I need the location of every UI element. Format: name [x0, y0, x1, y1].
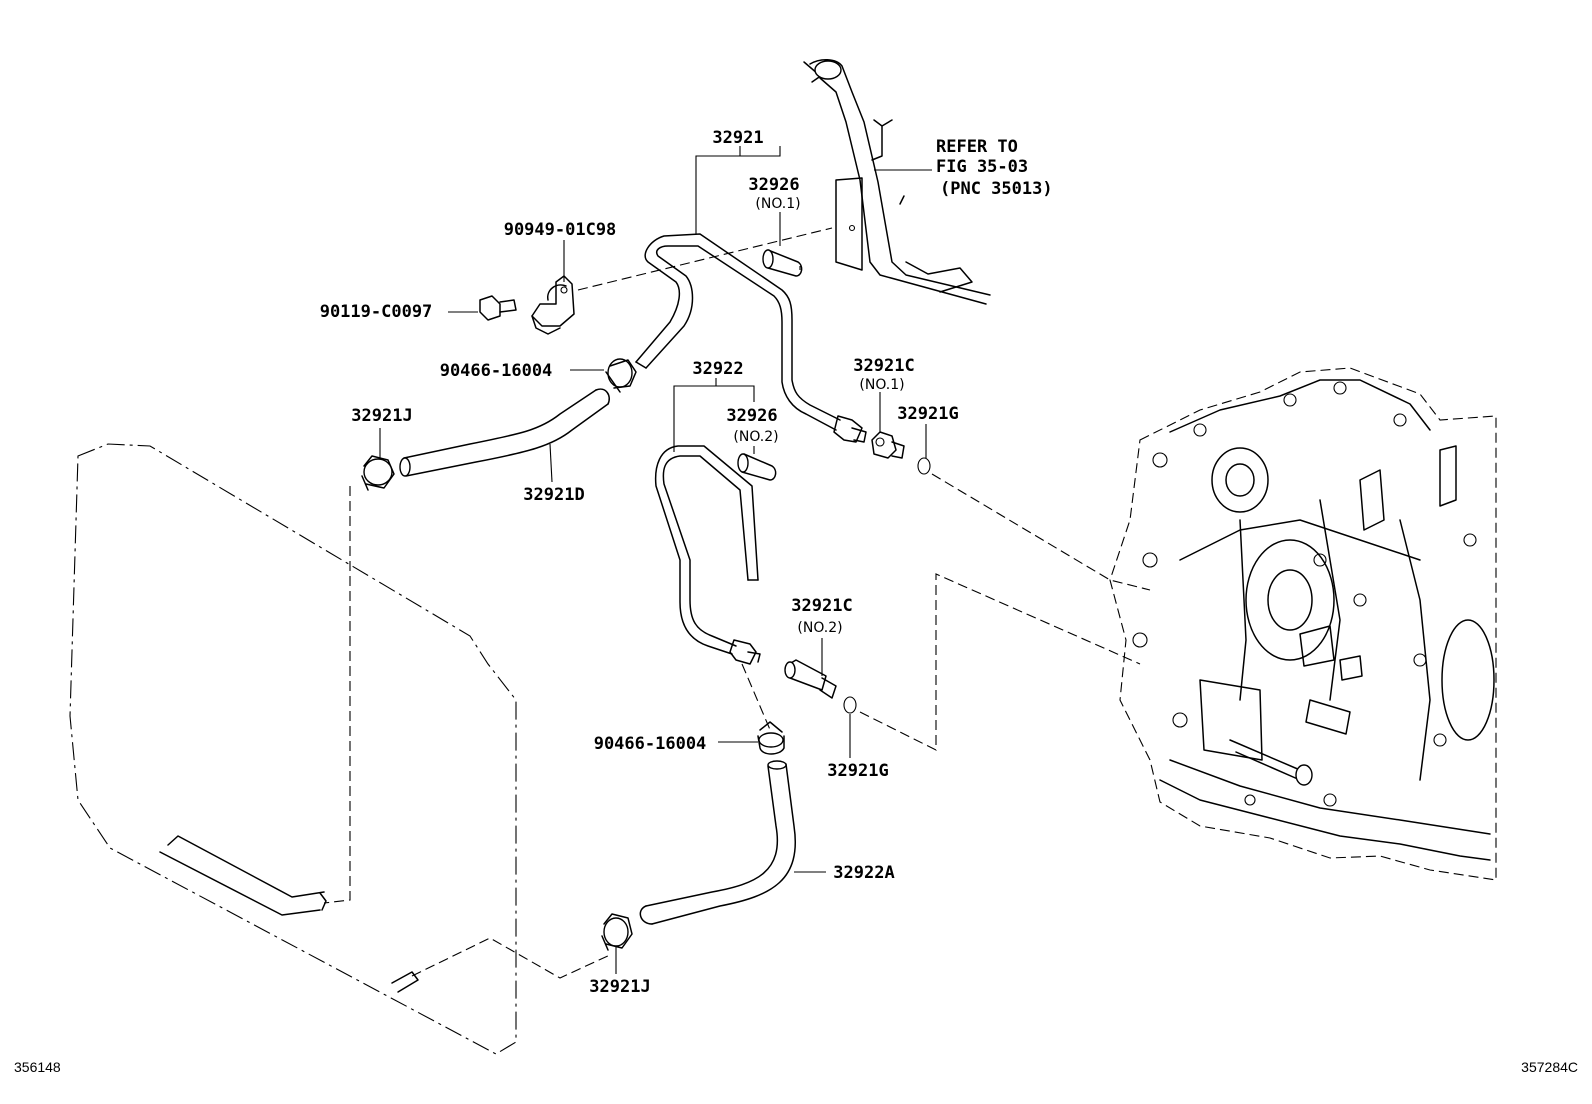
hose-clamp-32921J-lower [601, 913, 633, 951]
refer-note: REFER TO FIG 35-03 (PNC 35013) [936, 137, 1053, 199]
bolt [479, 295, 517, 321]
union-no1 [871, 431, 905, 459]
sleeve-no2 [737, 453, 777, 481]
oil-cooler-hose-upper [399, 388, 610, 477]
label-32926-no2-sub: (NO.2) [733, 429, 778, 445]
connection-lines [577, 227, 1151, 751]
oil-cooler-hose-lower [639, 760, 796, 925]
label-32926-no2: 32926 [726, 406, 777, 426]
refer-line-2: FIG 35-03 [936, 157, 1028, 177]
oil-cooler-pipe-lower [654, 445, 761, 665]
dipstick-tube [803, 59, 991, 305]
label-90949-01C98: 90949-01C98 [504, 220, 617, 240]
hose-clamp-upper [605, 358, 637, 393]
label-32921J-upper: 32921J [351, 406, 412, 426]
label-32921C-no2: 32921C [791, 596, 852, 616]
hose-clamp-lower [757, 721, 785, 755]
label-90466-16004-lower: 90466-16004 [594, 734, 707, 754]
label-32921G-upper: 32921G [897, 404, 958, 424]
corner-id-left: 356148 [14, 1059, 61, 1075]
label-32921G-lower: 32921G [827, 761, 888, 781]
label-32921C-no1: 32921C [853, 356, 914, 376]
label-32921C-no2-sub: (NO.2) [797, 620, 842, 636]
label-32926-no1-sub: (NO.1) [755, 196, 800, 212]
label-90119-C0097: 90119-C0097 [320, 302, 433, 322]
leader-lines [379, 146, 932, 974]
refer-line-1: REFER TO [936, 137, 1018, 157]
corner-id-right: 357284C [1521, 1059, 1578, 1075]
label-32921J-lower: 32921J [589, 977, 650, 997]
transaxle-assembly [1109, 367, 1497, 881]
sleeve-no1 [762, 249, 803, 277]
refer-line-3: (PNC 35013) [940, 179, 1053, 199]
label-32921: 32921 [712, 128, 763, 148]
oil-cooler-pipe-upper [635, 233, 867, 443]
label-32922: 32922 [692, 359, 743, 379]
o-ring-upper [917, 457, 931, 475]
label-32921D: 32921D [523, 485, 584, 505]
label-32926-no1: 32926 [748, 175, 799, 195]
hose-clamp-32921J-upper [361, 455, 395, 491]
pipe-clamp [531, 275, 575, 335]
label-32922A: 32922A [833, 863, 894, 883]
label-32921C-no1-sub: (NO.1) [859, 377, 904, 393]
radiator-outline [69, 443, 613, 1055]
label-90466-16004-upper: 90466-16004 [440, 361, 553, 381]
part-labels: 32921 32926 (NO.1) 90949-01C98 90119-C00… [320, 128, 959, 997]
o-ring-lower [843, 696, 857, 714]
union-no2 [784, 659, 837, 699]
